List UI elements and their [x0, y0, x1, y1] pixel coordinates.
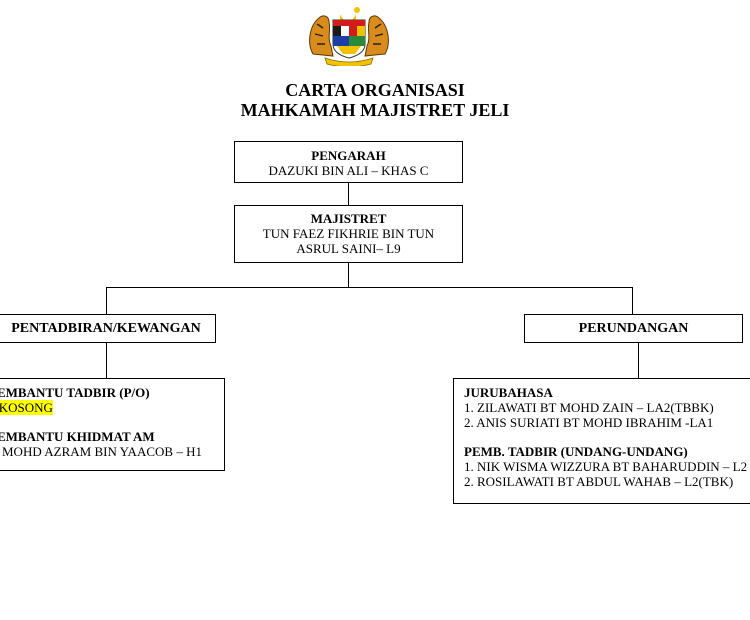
coat-of-arms-emblem	[309, 7, 389, 66]
connector-majistret-branches	[348, 263, 349, 287]
majistret-name-line1: TUN FAEZ FIKHRIE BIN TUN	[262, 226, 435, 241]
perundangan-detail-box: JURUBAHASA 1. ZILAWATI BT MOHD ZAIN – LA…	[453, 378, 750, 504]
pentadbiran-kewangan-box: PENTADBIRAN/KEWANGAN	[0, 314, 216, 343]
majistret-box: MAJISTRET TUN FAEZ FIKHRIE BIN TUN ASRUL…	[234, 205, 463, 263]
connector-left-branch	[106, 287, 107, 314]
connector-left-detail	[106, 343, 107, 378]
majistret-name-line2: ASRUL SAINI– L9	[296, 241, 401, 256]
pemb-tadbir-undang-item-1: 1. NIK WISMA WIZZURA BT BAHARUDDIN – L2	[464, 459, 748, 474]
pentadbiran-kewangan-label: PENTADBIRAN/KEWANGAN	[11, 321, 201, 336]
connector-right-branch	[632, 287, 633, 314]
connector-pengarah-majistret	[348, 183, 349, 205]
jurubahasa-heading: JURUBAHASA	[464, 385, 553, 400]
pembantu-tadbir-heading: PEMBANTU TADBIR (P/O)	[0, 385, 150, 400]
pemb-tadbir-undang-heading: PEMB. TADBIR (UNDANG-UNDANG)	[464, 444, 688, 459]
pengarah-name: DAZUKI BIN ALI – KHAS C	[268, 163, 429, 178]
perundangan-label: PERUNDANGAN	[578, 321, 689, 336]
pengarah-role: PENGARAH	[311, 148, 386, 163]
pengarah-box: PENGARAH DAZUKI BIN ALI – KHAS C	[234, 141, 463, 183]
jurubahasa-item-2: 2. ANIS SURIATI BT MOHD IBRAHIM -LA1	[464, 415, 714, 430]
chart-title-line1: CARTA ORGANISASI	[285, 80, 465, 100]
branch-horizontal-line	[106, 287, 633, 288]
pembantu-khidmat-am-heading: PEMBANTU KHIDMAT AM	[0, 429, 155, 444]
pembantu-tadbir-item: 1.KOSONG	[0, 400, 53, 415]
pentadbiran-detail-box: PEMBANTU TADBIR (P/O) 1.KOSONG PEMBANTU …	[0, 378, 225, 471]
perundangan-box: PERUNDANGAN	[524, 314, 743, 343]
pembantu-khidmat-am-item: 1. MOHD AZRAM BIN YAACOB – H1	[0, 444, 202, 459]
jurubahasa-item-1: 1. ZILAWATI BT MOHD ZAIN – LA2(TBBK)	[464, 400, 714, 415]
connector-right-detail	[638, 343, 639, 378]
pemb-tadbir-undang-item-2: 2. ROSILAWATI BT ABDUL WAHAB – L2(TBK)	[464, 474, 734, 489]
chart-title-line2: MAHKAMAH MAJISTRET JELI	[240, 100, 510, 120]
majistret-role: MAJISTRET	[310, 211, 387, 226]
